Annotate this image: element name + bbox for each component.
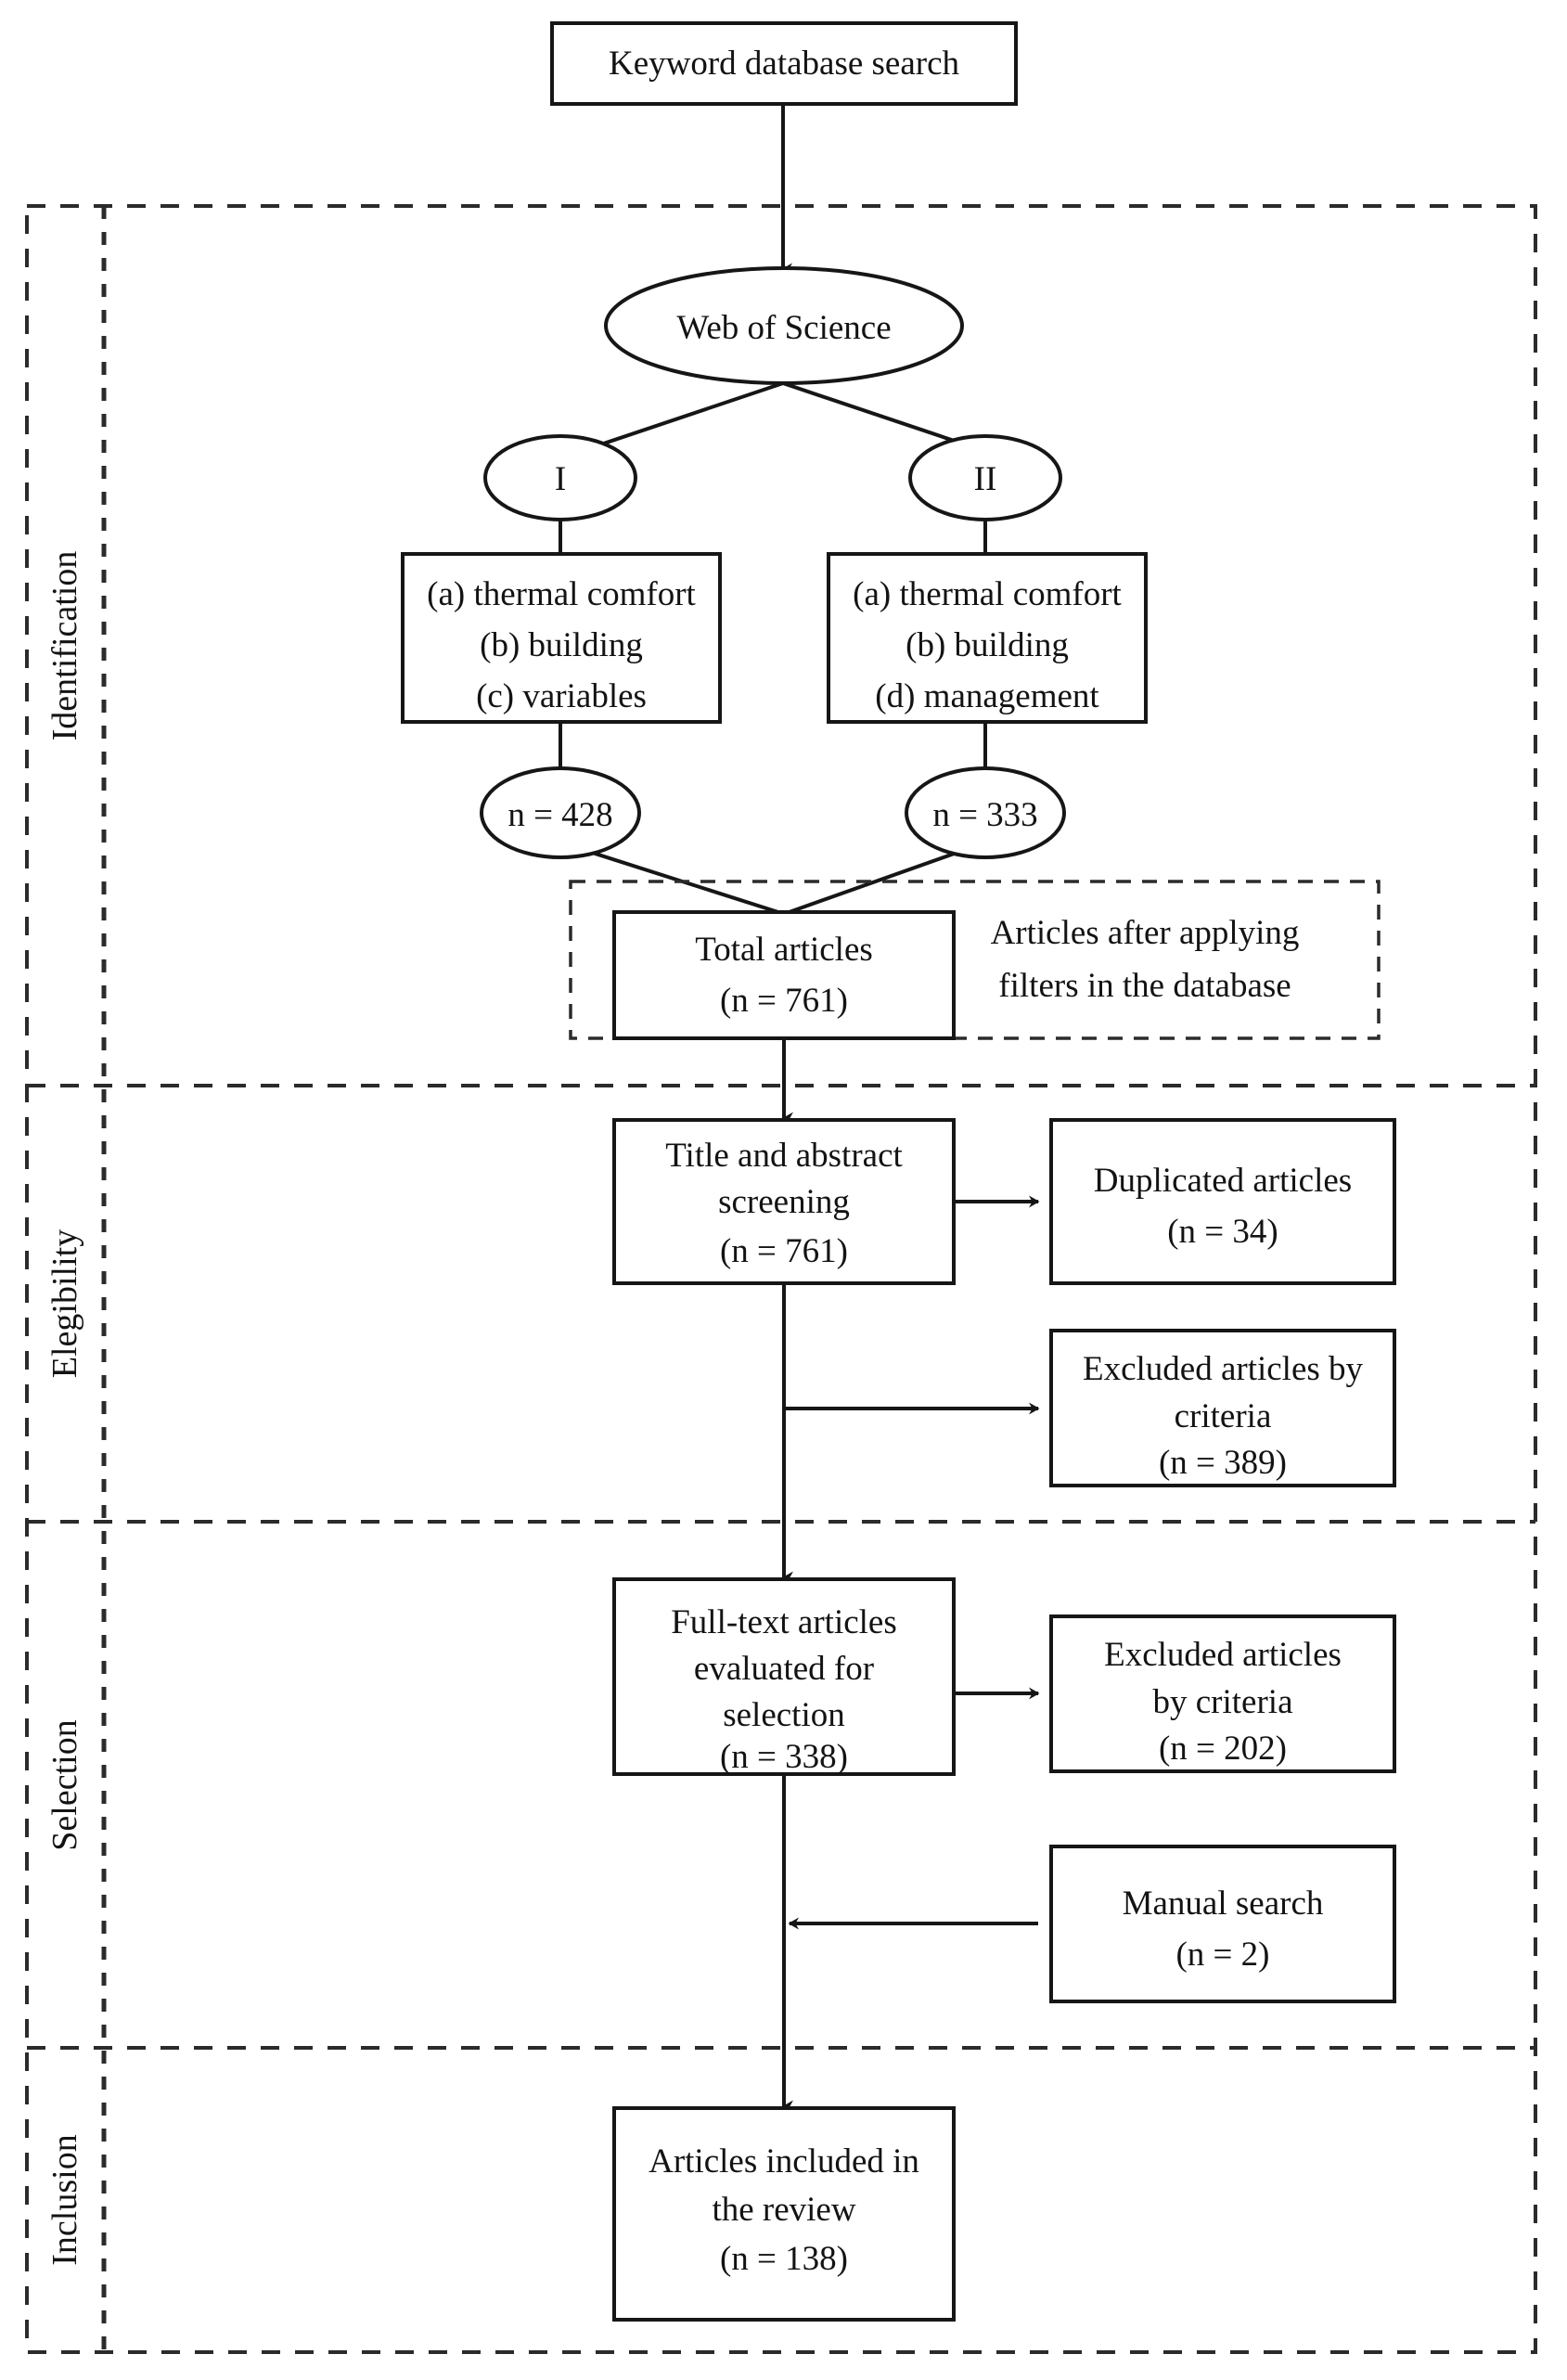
duplicates-line-1: Duplicated articles — [1094, 1162, 1352, 1200]
count-2-label: n = 333 — [932, 796, 1037, 834]
database-label: Web of Science — [676, 309, 891, 347]
keyword-search-box — [550, 21, 1018, 106]
filter-annotation-region: Articles after applying filters in the d… — [569, 880, 1381, 1040]
screening-line-3: (n = 761) — [720, 1232, 848, 1270]
stage-label-identification: Identification — [45, 551, 84, 741]
node-keyword-search: Keyword database search — [550, 21, 1018, 106]
included-line-2: the review — [712, 2191, 855, 2229]
node-duplicates: Duplicated articles (n = 34) — [1049, 1118, 1396, 1285]
fulltext-line-2: evaluated for — [694, 1650, 874, 1688]
excluded-fulltext-line-2: by criteria — [1153, 1683, 1293, 1721]
count-1-ellipse — [480, 766, 641, 859]
query-terms-1-line-3: (c) variables — [476, 677, 647, 715]
node-screening: Title and abstract screening (n = 761) — [612, 1118, 956, 1285]
query-terms-1-box — [401, 552, 722, 724]
connector-count1-to-total — [559, 841, 785, 916]
total-articles-box — [612, 910, 956, 1040]
manual-search-line-2: (n = 2) — [1175, 1936, 1269, 1974]
node-included: Articles included in the review (n = 138… — [612, 2106, 956, 2322]
duplicates-box — [1049, 1118, 1396, 1285]
stage-outer-frame — [25, 204, 1537, 2354]
node-query-terms-2: (a) thermal comfort (b) building (d) man… — [827, 552, 1148, 724]
duplicates-line-2: (n = 34) — [1167, 1213, 1278, 1251]
node-database: Web of Science — [604, 266, 964, 385]
query-terms-2-line-3: (d) management — [875, 677, 1099, 715]
filter-note-line-1: Articles after applying — [991, 914, 1300, 952]
stage-label-eligibility: Elegibility — [45, 1229, 84, 1378]
total-articles-line-1: Total articles — [695, 931, 873, 969]
node-query-terms-1: (a) thermal comfort (b) building (c) var… — [401, 552, 722, 724]
screening-line-2: screening — [718, 1183, 850, 1221]
screening-box — [612, 1118, 956, 1285]
manual-search-line-1: Manual search — [1123, 1885, 1324, 1923]
query-1-ellipse — [483, 434, 637, 521]
count-2-ellipse — [905, 766, 1066, 859]
excluded-screening-line-2: criteria — [1175, 1397, 1272, 1435]
manual-search-box — [1049, 1845, 1396, 2003]
stage-label-inclusion: Inclusion — [45, 2134, 84, 2265]
query-terms-2-line-1: (a) thermal comfort — [853, 575, 1122, 613]
keyword-search-label: Keyword database search — [609, 45, 960, 83]
query-terms-1-line-2: (b) building — [480, 626, 643, 664]
query-2-ellipse — [908, 434, 1062, 521]
node-query-2: II — [908, 434, 1062, 521]
excluded-screening-line-1: Excluded articles by — [1083, 1350, 1364, 1388]
fulltext-line-4: (n = 338) — [720, 1738, 848, 1776]
fulltext-line-3: selection — [723, 1696, 845, 1734]
included-line-1: Articles included in — [649, 2142, 919, 2181]
filter-note-line-2: filters in the database — [998, 967, 1291, 1005]
fulltext-line-1: Full-text articles — [671, 1603, 897, 1641]
stage-labels: Identification Elegibility Selection Inc… — [45, 551, 84, 2266]
node-fulltext: Full-text articles evaluated for selecti… — [612, 1577, 956, 1776]
total-articles-line-2: (n = 761) — [720, 982, 848, 1020]
node-query-1: I — [483, 434, 637, 521]
node-total-articles: Total articles (n = 761) — [612, 910, 956, 1040]
query-terms-2-box — [827, 552, 1148, 724]
node-excluded-fulltext: Excluded articles by criteria (n = 202) — [1049, 1615, 1396, 1773]
fulltext-box — [612, 1577, 956, 1776]
screening-line-1: Title and abstract — [665, 1137, 903, 1175]
stage-label-selection: Selection — [45, 1719, 84, 1850]
included-box — [612, 2106, 956, 2322]
query-terms-2-line-2: (b) building — [906, 626, 1069, 664]
node-count-2: n = 333 — [905, 766, 1066, 859]
filter-annotation-frame — [569, 880, 1381, 1040]
count-1-label: n = 428 — [507, 796, 612, 834]
connectors — [559, 104, 1040, 2113]
database-ellipse — [604, 266, 964, 385]
query-2-label: II — [974, 460, 997, 498]
query-terms-1-line-1: (a) thermal comfort — [427, 575, 696, 613]
node-count-1: n = 428 — [480, 766, 641, 859]
excluded-fulltext-line-1: Excluded articles — [1104, 1636, 1342, 1674]
excluded-fulltext-line-3: (n = 202) — [1159, 1730, 1287, 1768]
excluded-screening-line-3: (n = 389) — [1159, 1444, 1287, 1482]
node-excluded-screening: Excluded articles by criteria (n = 389) — [1049, 1329, 1396, 1487]
included-line-3: (n = 138) — [720, 2240, 848, 2278]
query-1-label: I — [555, 460, 566, 498]
node-manual-search: Manual search (n = 2) — [1049, 1845, 1396, 2003]
excluded-fulltext-box — [1049, 1615, 1396, 1773]
excluded-screening-box — [1049, 1329, 1396, 1487]
stage-frame-group — [25, 204, 1537, 2354]
